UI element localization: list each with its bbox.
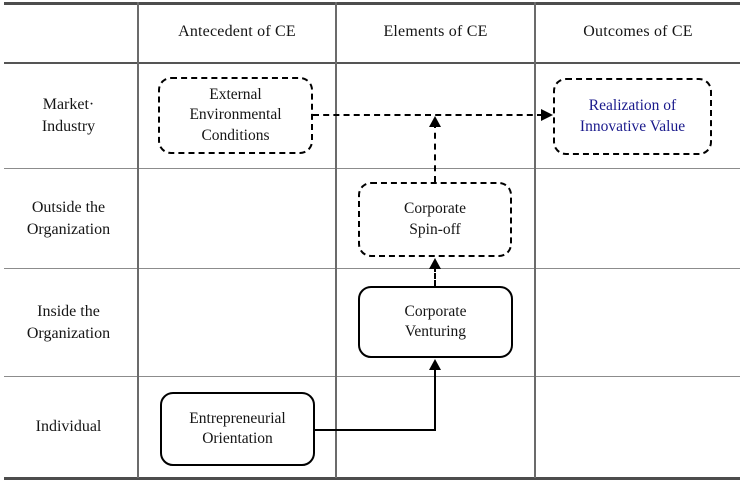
edge-external-to-realization-line	[313, 114, 543, 116]
edge-spinoff-to-outcome-arrow-line	[434, 122, 436, 182]
arrowhead-right-icon	[541, 109, 553, 121]
node-external-environmental-conditions: External Environmental Conditions	[158, 77, 313, 154]
row-label-inside-organization: Inside the Organization	[26, 302, 111, 342]
edge-orientation-to-venturing-vline	[434, 365, 436, 431]
row-divider-3	[4, 376, 740, 377]
edge-venturing-to-spinoff-line	[434, 266, 436, 286]
column-header-elements: Elements of CE	[383, 23, 488, 40]
column-divider-2	[335, 2, 337, 478]
column-header-antecedent: Antecedent of CE	[178, 23, 296, 40]
arrowhead-up-icon	[429, 258, 441, 269]
arrowhead-up-icon	[429, 116, 441, 127]
node-entrepreneurial-orientation: Entrepreneurial Orientation	[160, 392, 315, 466]
row-divider-2	[4, 268, 740, 269]
header-divider	[4, 62, 740, 64]
edge-orientation-to-venturing-hline	[315, 429, 436, 431]
column-divider-3	[534, 2, 536, 478]
row-label-market-industry: Market· Industry	[41, 96, 96, 135]
column-divider-1	[137, 2, 139, 478]
node-corporate-spin-off: Corporate Spin-off	[358, 182, 512, 257]
node-realization-of-innovative-value: Realization of Innovative Value	[553, 78, 712, 155]
table-top-border	[4, 2, 740, 5]
arrowhead-up-icon	[429, 359, 441, 370]
node-corporate-venturing: Corporate Venturing	[358, 286, 513, 358]
row-divider-1	[4, 168, 740, 169]
row-label-individual: Individual	[35, 418, 102, 436]
row-label-outside-organization: Outside the Organization	[26, 198, 111, 238]
table-bottom-border	[4, 477, 740, 480]
column-header-outcomes: Outcomes of CE	[583, 23, 693, 40]
